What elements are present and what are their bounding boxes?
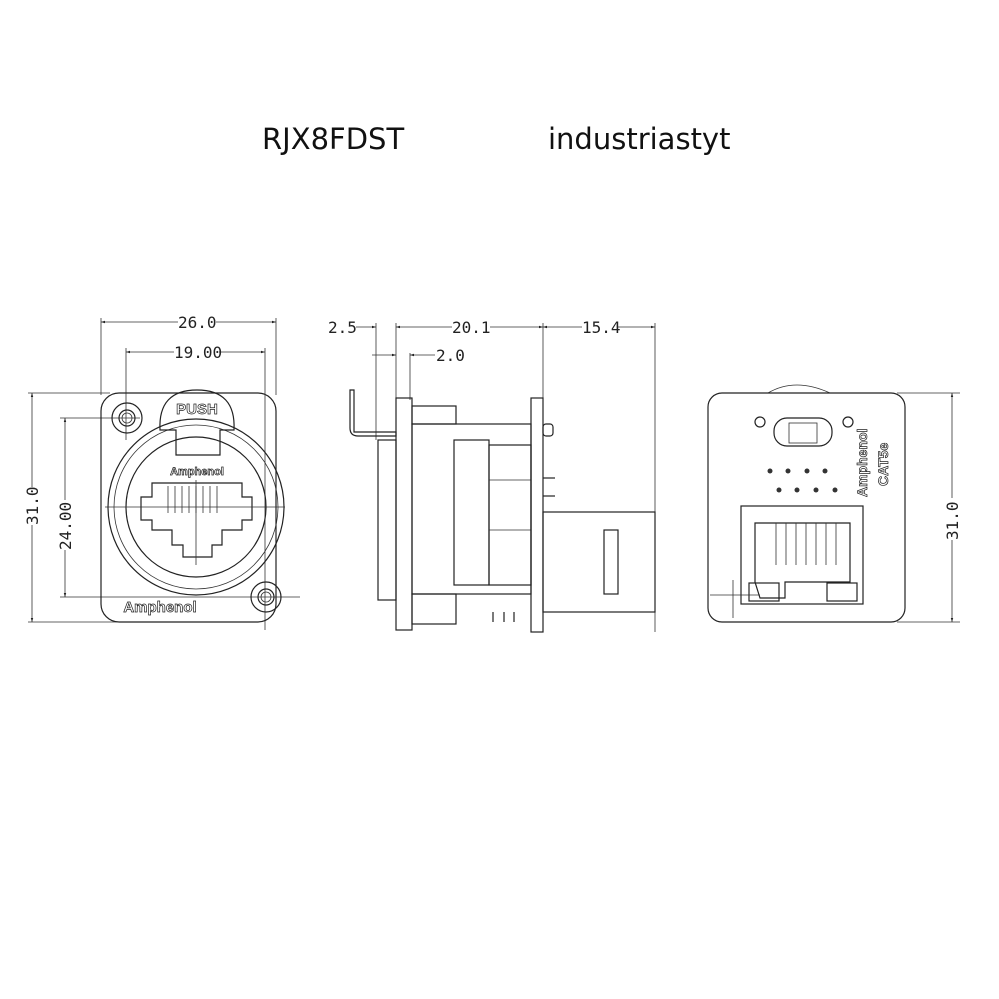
dim-body: 20.1: [452, 318, 491, 337]
rear-rj45-port[interactable]: [740, 505, 864, 605]
mounting-hole-icon: [111, 402, 143, 434]
flange: [395, 397, 413, 631]
side-view: 2.5 20.1 15.4 2.0: [328, 318, 656, 633]
housing: [411, 423, 532, 595]
front-panel: [100, 392, 277, 623]
rear-brand-label: Amphenol: [854, 429, 870, 497]
side-dimensions: 2.5 20.1 15.4 2.0: [328, 318, 656, 632]
company-title: industriastyt: [548, 122, 731, 156]
rear-view: 31.0 Amphenol CAT5e: [707, 384, 962, 623]
mounting-hole-icon: [250, 581, 282, 613]
push-label: PUSH: [176, 401, 218, 418]
latch-window: [773, 417, 833, 447]
dim-flange: 2.0: [436, 346, 465, 365]
latch-bracket: [349, 389, 397, 437]
brand-inner-logo: Amphenol: [170, 466, 224, 478]
dim-rear-height: 31.0: [943, 501, 962, 540]
front-dimensions: 26.0 19.00 31.0 24.00: [23, 313, 300, 630]
front-view: 26.0 19.00 31.0 24.00 PUSH: [23, 313, 300, 630]
module-slot: [603, 529, 619, 595]
rj45-port[interactable]: [140, 482, 253, 558]
rear-port-contacts: [775, 523, 837, 565]
front-ring: [377, 439, 397, 601]
dim-hole-spacing-h: 19.00: [174, 343, 222, 362]
pin-holes: [767, 468, 838, 493]
pcb-plate: [530, 397, 544, 633]
rear-body: [707, 392, 906, 623]
brand-bottom-logo: Amphenol: [123, 599, 196, 616]
category-label: CAT5e: [875, 442, 891, 486]
port-contacts: [167, 486, 218, 513]
dim-width: 26.0: [178, 313, 217, 332]
rear-module: [542, 511, 656, 613]
dim-hole-spacing-v: 24.00: [56, 502, 75, 550]
dim-front: 2.5: [328, 318, 357, 337]
push-latch[interactable]: [159, 389, 235, 456]
dim-rear: 15.4: [582, 318, 621, 337]
dim-height: 31.0: [23, 486, 42, 525]
model-title: RJX8FDST: [262, 122, 405, 156]
